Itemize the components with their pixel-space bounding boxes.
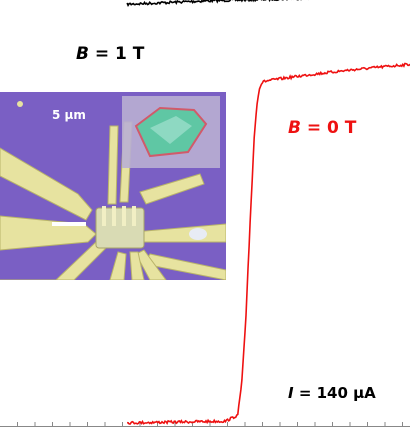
series-layer xyxy=(126,0,410,426)
series-line-b1 xyxy=(126,0,309,7)
microscope-inset-image xyxy=(0,92,226,280)
bottom-axis xyxy=(0,422,410,427)
scale-bar-label: 5 µm xyxy=(52,108,86,122)
device-fingers xyxy=(102,206,136,226)
series-line-b0 xyxy=(127,62,410,426)
small-flake xyxy=(189,228,207,240)
label-b-1t: B = 1 T xyxy=(76,44,145,64)
particle xyxy=(17,101,23,107)
device-micrograph xyxy=(0,92,226,280)
label-b-0t: B = 0 T xyxy=(288,118,357,138)
scale-bar xyxy=(52,222,86,226)
flake-box xyxy=(122,96,220,168)
label-current: I = 140 µA xyxy=(288,384,376,402)
gold-leads xyxy=(0,121,226,280)
